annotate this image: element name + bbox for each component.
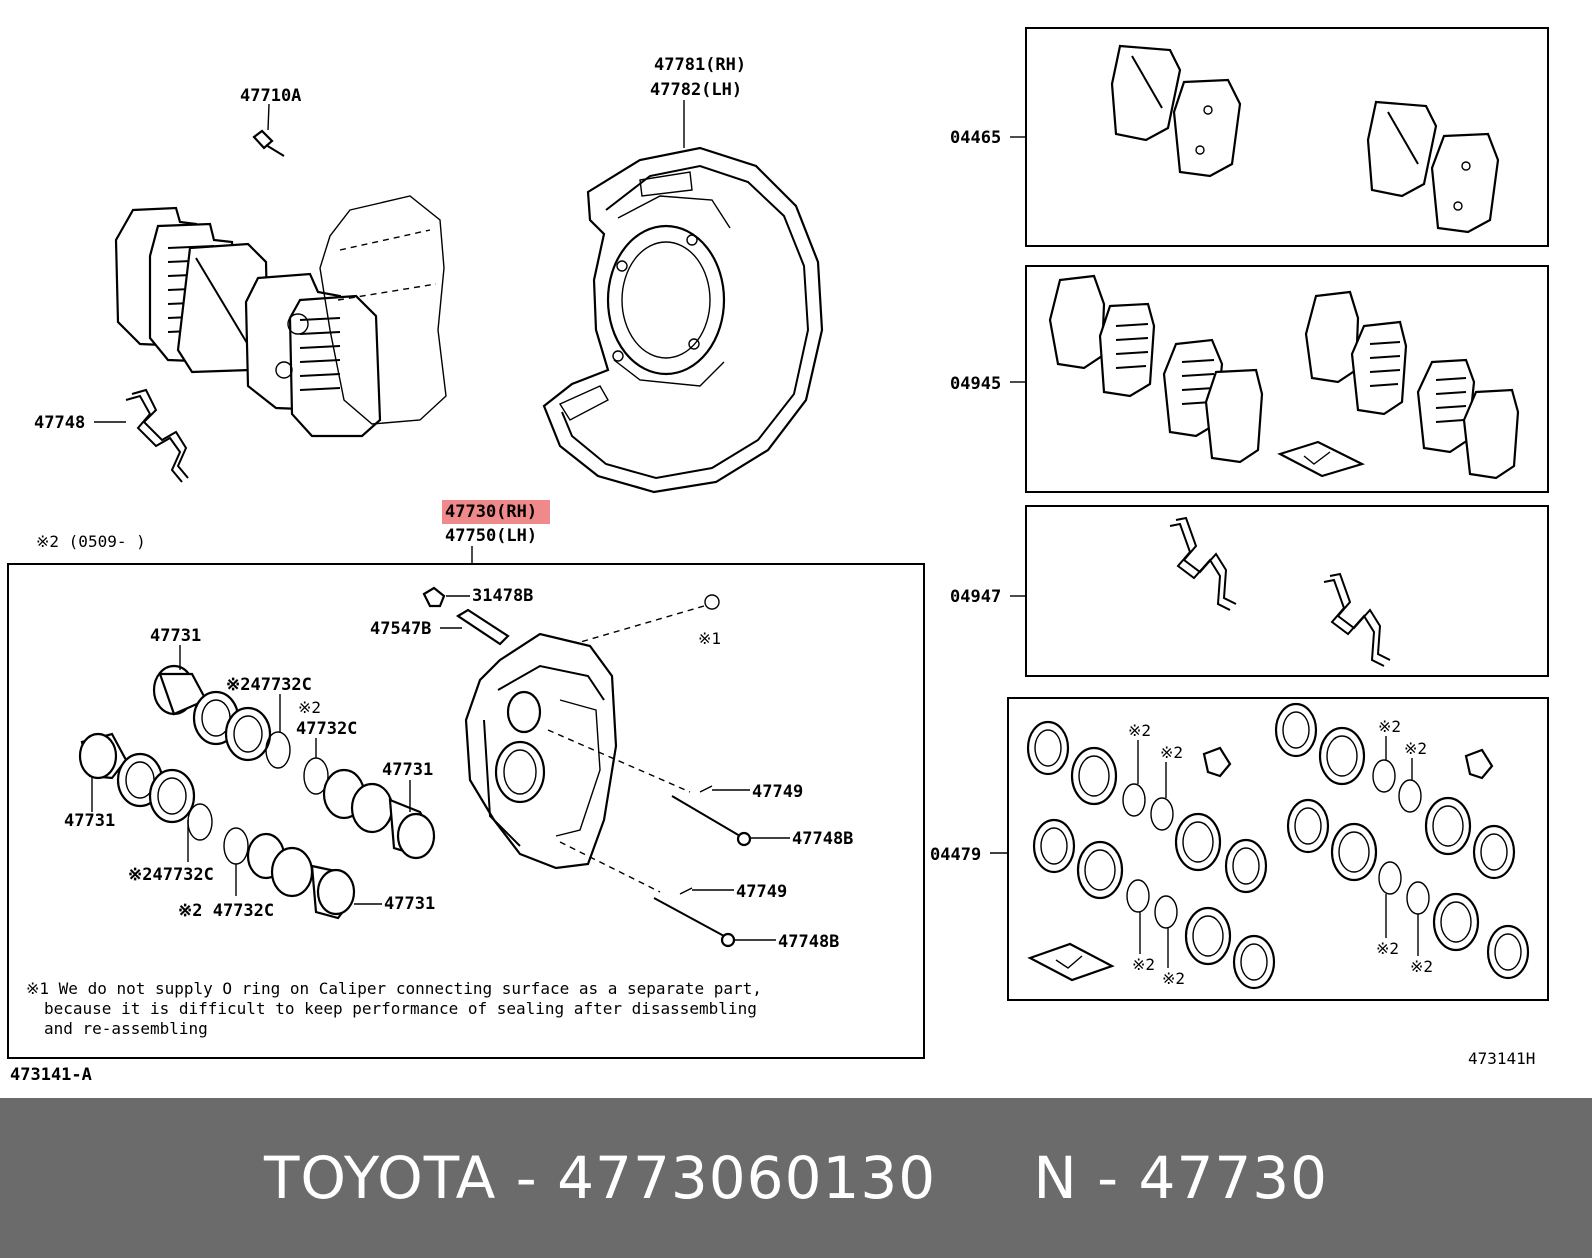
- label-47749-a: 47749: [752, 782, 803, 802]
- label-47782: 47782(LH): [650, 80, 742, 100]
- pin-clip-lower: [679, 887, 693, 895]
- leader-47710A: [267, 103, 270, 131]
- seal-kit-04479-illustration: [1026, 702, 1530, 990]
- parts-diagram: 47710A 47748 47781(RH) 47782(LH): [7, 27, 1549, 1085]
- bleeder-cap: [422, 586, 446, 608]
- label-47547B: 47547B: [370, 619, 431, 639]
- o-ring-mark: [704, 594, 720, 610]
- kit-box-04945: [1025, 265, 1549, 493]
- kit-box-04479: [1007, 697, 1549, 1001]
- kit-mark-5: ※2: [1378, 717, 1401, 736]
- label-47731-c: 47731: [64, 811, 115, 831]
- label-47732C-c: ※247732C: [128, 865, 214, 885]
- mark-2-a: ※2: [298, 698, 321, 717]
- pad-pin-lower: [653, 897, 725, 937]
- label-47748B-b: 47748B: [778, 932, 839, 952]
- piston-seal-set-upper-left: [152, 664, 329, 795]
- caliper-body-illustration: [464, 632, 618, 870]
- pin-clip-upper: [699, 785, 713, 793]
- dust-cover-illustration: [542, 146, 824, 494]
- kit-mark-3: ※2: [1132, 955, 1155, 974]
- label-04479: 04479: [930, 845, 981, 865]
- kit-mark-1: ※2: [1128, 721, 1151, 740]
- brake-pads-illustration: [114, 206, 382, 438]
- label-47748B-a: 47748B: [792, 829, 853, 849]
- kit-mark-2: ※2: [1160, 743, 1183, 762]
- dashed-line-pin-lower: [559, 841, 661, 893]
- dashed-line-pin-upper: [547, 729, 691, 793]
- label-47731-b: 47731: [382, 760, 433, 780]
- label-47730: 47730(RH): [445, 502, 537, 522]
- piston-seal-set-lower-right: [246, 832, 356, 920]
- kit-mark-4: ※2: [1162, 969, 1185, 988]
- label-47732C-d: ※2 47732C: [178, 901, 274, 921]
- caption-text: TOYOTA - 4773060130 N - 47730: [263, 1144, 1329, 1212]
- ref-code-left: 473141-A: [10, 1065, 92, 1085]
- label-04947: 04947: [950, 587, 1001, 607]
- label-31478B: 31478B: [472, 586, 533, 606]
- kit-mark-7: ※2: [1376, 939, 1399, 958]
- pad-kit-04945-illustration: [1048, 274, 1520, 480]
- label-47731-a: 47731: [150, 626, 201, 646]
- pad-pin-lower-head: [720, 932, 736, 948]
- caliper-outline-dashed: [319, 195, 447, 425]
- kit-mark-8: ※2: [1410, 957, 1433, 976]
- label-47781: 47781(RH): [654, 55, 746, 75]
- footnote-line-3: and re-assembling: [44, 1019, 208, 1038]
- highlight-47730: [442, 500, 550, 524]
- pad-pin-upper: [671, 795, 741, 837]
- footnote-line-1: ※1 We do not supply O ring on Caliper co…: [26, 979, 762, 998]
- pad-pin-upper-head: [736, 831, 752, 847]
- piston-seal-set-right: [322, 768, 436, 860]
- caption-bar: TOYOTA - 4773060130 N - 47730: [0, 1098, 1592, 1258]
- clip-kit-04947-illustration: [1169, 516, 1391, 667]
- kit-mark-6: ※2: [1404, 739, 1427, 758]
- label-04465: 04465: [950, 128, 1001, 148]
- footnote-line-2: because it is difficult to keep performa…: [44, 999, 757, 1018]
- kit-box-04947: [1025, 505, 1549, 677]
- label-47732C-b: 47732C: [296, 719, 357, 739]
- note-0509: ※2 (0509- ): [36, 532, 146, 551]
- bolt-47710A: [252, 129, 285, 157]
- label-47749-b: 47749: [736, 882, 787, 902]
- label-47750: 47750(LH): [445, 526, 537, 546]
- anti-rattle-clip-47748: [125, 388, 189, 483]
- bleeder-plug: [455, 608, 510, 646]
- ref-code-right: 473141H: [1468, 1049, 1535, 1068]
- piston-seal-set-lower-left: [78, 732, 249, 865]
- pad-kit-04465-illustration: [1110, 44, 1500, 234]
- label-47710A: 47710A: [240, 86, 301, 106]
- mark-1: ※1: [698, 629, 721, 648]
- label-47748: 47748: [34, 413, 85, 433]
- label-04945: 04945: [950, 374, 1001, 394]
- dashed-line-oring: [559, 605, 705, 649]
- caliper-assembly-box: [7, 563, 925, 1059]
- label-47732C-a: ※247732C: [226, 675, 312, 695]
- label-47731-d: 47731: [384, 894, 435, 914]
